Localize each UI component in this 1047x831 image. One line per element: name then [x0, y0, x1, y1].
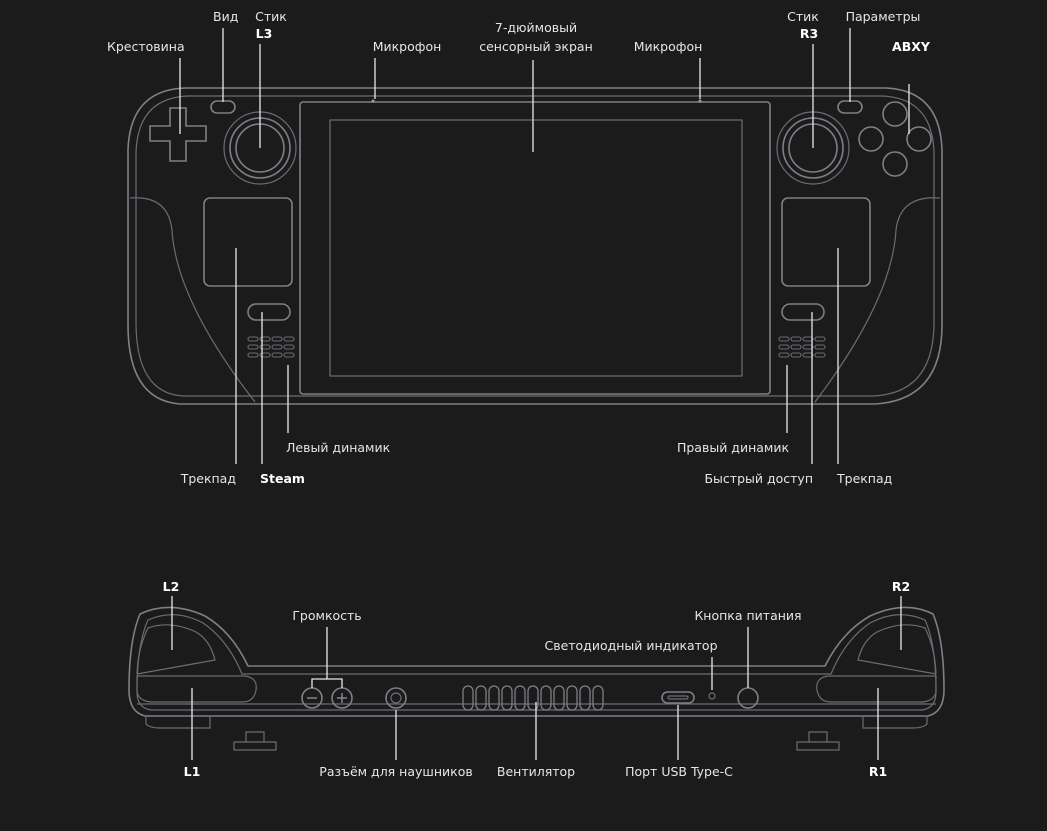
button-y [882, 101, 908, 127]
left-stick-side [233, 731, 277, 751]
label-trackpad-left: Трекпад [180, 471, 236, 486]
left-bumper-l1 [136, 675, 257, 703]
label-usb-prefix: Порт [625, 764, 661, 779]
label-l2: L2 [163, 579, 180, 594]
label-usb: Порт USB Type-C [625, 764, 733, 779]
power-button [737, 687, 759, 709]
label-led: Светодиодный индикатор [544, 638, 717, 653]
label-options: Параметры [846, 9, 921, 24]
label-headphone: Разъём для наушников [319, 764, 472, 779]
right-trackpad [781, 197, 871, 287]
led-indicator [708, 692, 716, 700]
right-grip-bottom [862, 716, 928, 729]
label-right-stick-id: R3 [800, 26, 818, 41]
right-trigger-r2 [857, 624, 937, 675]
label-power: Кнопка питания [694, 608, 801, 623]
label-screen-rest: дюймовый [507, 20, 577, 35]
label-usb-type: USB Type-C [661, 764, 733, 779]
top-body-outline [128, 606, 945, 717]
button-x [858, 126, 884, 152]
label-volume: Громкость [292, 608, 361, 623]
device-body-outline [127, 87, 943, 405]
touch-screen [329, 119, 743, 377]
device-body-inner-outline [135, 95, 935, 397]
right-grip-curve [814, 197, 941, 403]
label-trackpad-right: Трекпад [836, 471, 892, 486]
left-speaker-grille [247, 336, 295, 358]
fan-grille [462, 685, 604, 711]
label-l1: L1 [184, 764, 201, 779]
right-stick-side [796, 731, 840, 751]
label-dpad: Крестовина [107, 39, 185, 54]
label-steam: Steam [260, 471, 305, 486]
front-view-device [127, 87, 943, 405]
label-view: Вид [213, 9, 238, 24]
left-grip-curve [129, 197, 256, 403]
label-quick-access: Быстрый доступ [704, 471, 813, 486]
label-screen-size: 7- [495, 20, 507, 35]
left-mic-dot [371, 99, 375, 103]
label-mic-left: Микрофон [373, 39, 442, 54]
label-left-stick-word: Стик [255, 9, 287, 24]
label-screen-line1: 7-дюймовый [495, 20, 577, 35]
quick-access-button [781, 303, 825, 321]
label-screen-line2: сенсорный экран [479, 39, 593, 54]
headphone-jack-inner [390, 692, 402, 704]
top-leader-lines [171, 596, 902, 760]
left-trackpad [203, 197, 293, 287]
left-grip-bottom [145, 716, 211, 729]
button-b [906, 126, 932, 152]
usb-c-port-inner [667, 695, 689, 700]
steam-button [247, 303, 291, 321]
usb-c-port [661, 691, 695, 704]
view-button [210, 100, 236, 114]
top-body-inner-outline [136, 614, 937, 711]
label-abxy: ABXY [892, 39, 931, 54]
right-bumper-r1 [816, 675, 937, 703]
headphone-jack [385, 687, 407, 709]
label-fan: Вентилятор [497, 764, 575, 779]
front-leader-lines [179, 28, 910, 464]
label-r1: R1 [869, 764, 887, 779]
right-speaker-grille [778, 336, 826, 358]
left-trigger-l2 [136, 624, 216, 675]
button-a [882, 151, 908, 177]
label-mic-right: Микрофон [634, 39, 703, 54]
label-left-stick-id: L3 [256, 26, 273, 41]
label-right-stick-word: Стик [787, 9, 819, 24]
label-r2: R2 [892, 579, 910, 594]
dpad [149, 107, 207, 162]
right-mic-dot [698, 99, 702, 103]
label-right-speaker: Правый динамик [677, 440, 789, 455]
options-button [837, 100, 863, 114]
screen-bezel [299, 101, 771, 395]
label-left-speaker: Левый динамик [286, 440, 391, 455]
